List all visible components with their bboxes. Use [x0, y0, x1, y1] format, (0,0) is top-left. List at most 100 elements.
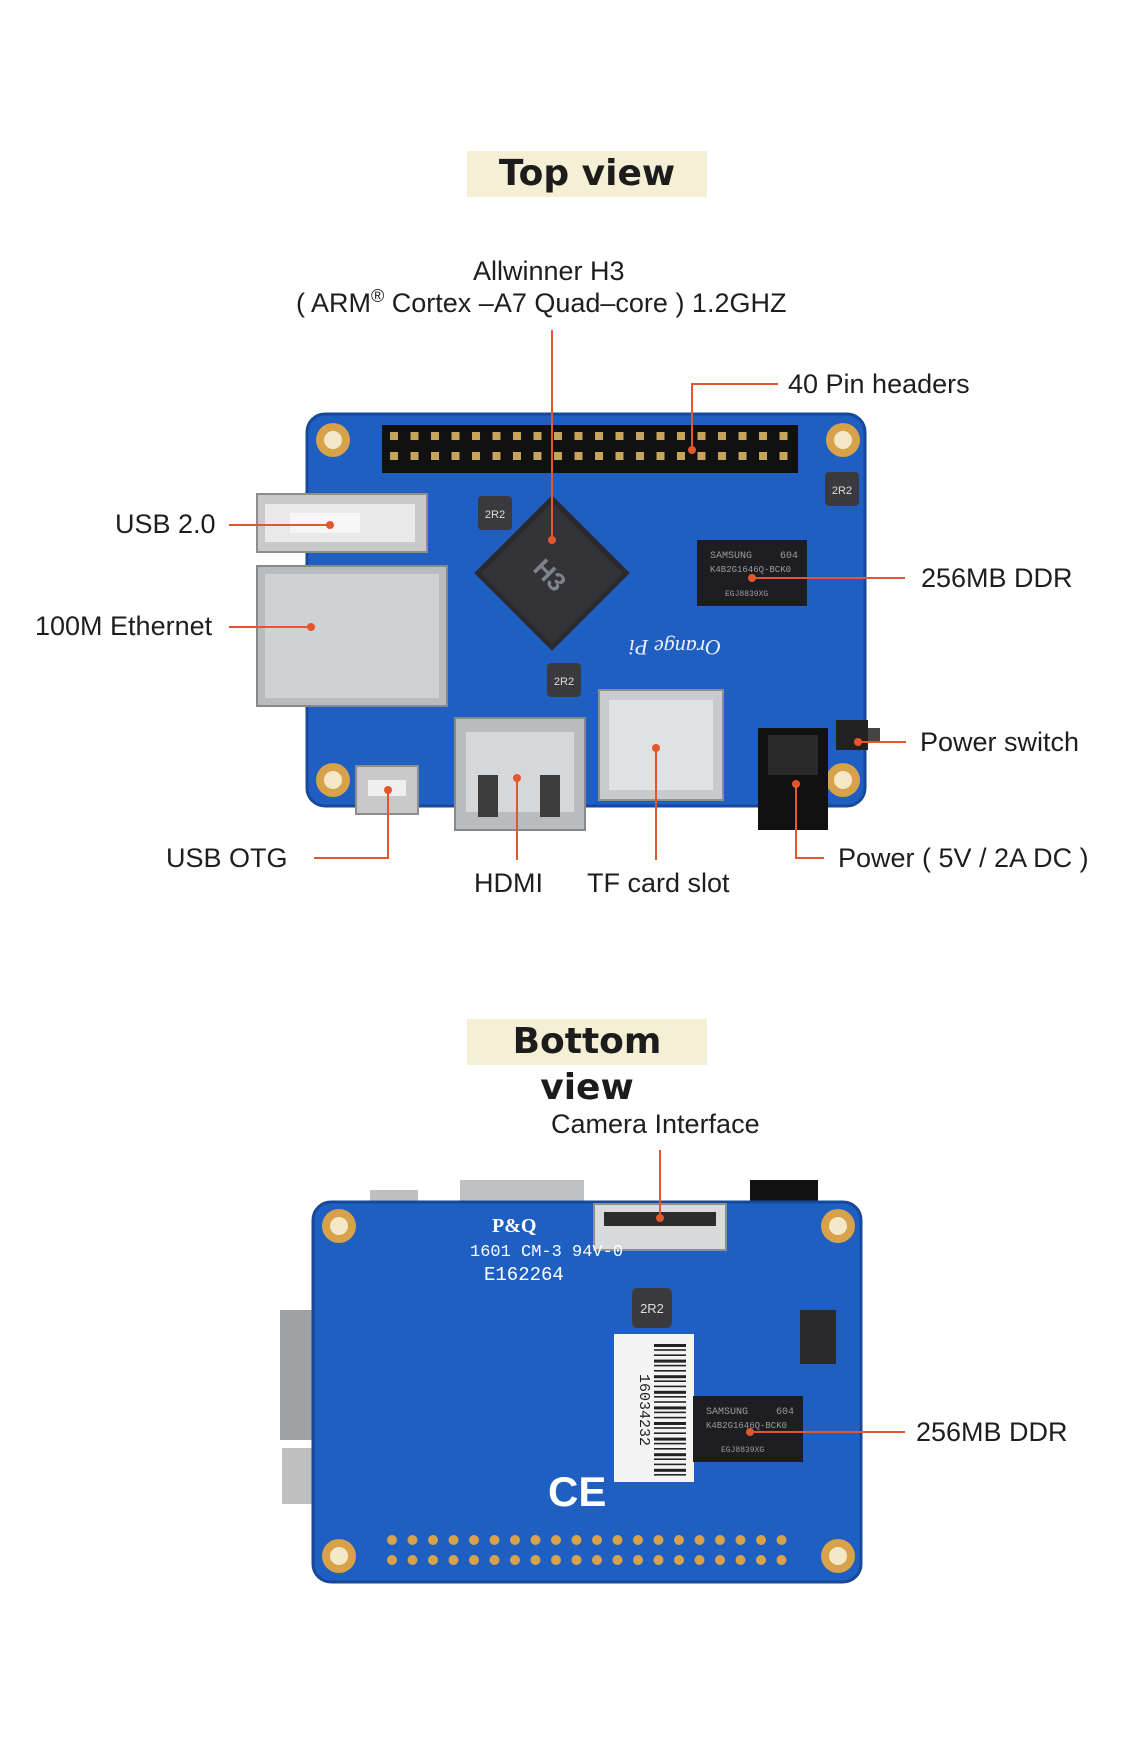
barcode-bar — [654, 1390, 686, 1394]
header-pin — [636, 432, 644, 440]
barcode-bar — [654, 1385, 686, 1388]
svg-text:EGJ8839XG: EGJ8839XG — [721, 1446, 764, 1455]
header-pin-hole — [510, 1555, 520, 1565]
barcode-bar — [654, 1359, 686, 1363]
inductor-top-1 — [478, 496, 512, 530]
leader-power — [795, 784, 824, 859]
barcode-bar — [654, 1380, 686, 1382]
header-pin — [390, 432, 398, 440]
header-pin-hole — [776, 1535, 787, 1545]
header-pin — [677, 452, 685, 460]
svg-text:604: 604 — [776, 1407, 794, 1418]
header-pin — [472, 432, 480, 440]
label-camera: Camera Interface — [551, 1109, 760, 1139]
label-usb-otg: USB OTG — [166, 843, 288, 873]
header-pin — [410, 452, 419, 460]
header-pin-hole — [694, 1555, 705, 1565]
header-pin — [697, 452, 706, 460]
label-power-switch: Power switch — [920, 727, 1080, 757]
header-pin-hole — [633, 1535, 643, 1545]
header-pin-hole — [387, 1535, 397, 1545]
ram-chip-top — [697, 540, 807, 606]
svg-text:2R2: 2R2 — [485, 509, 505, 521]
header-pin-hole — [776, 1555, 787, 1565]
header-pin — [779, 452, 788, 460]
header-pin-hole — [653, 1535, 664, 1545]
header-pin — [574, 452, 583, 460]
cert-code: 1601 CM-3 94V-0 — [470, 1243, 623, 1262]
cpu-chip — [474, 495, 630, 651]
barcode-bar — [654, 1427, 686, 1429]
header-pin-hole — [428, 1535, 438, 1545]
header-pin-hole — [448, 1535, 459, 1545]
header-pin — [615, 452, 624, 460]
header-pin-hole — [551, 1555, 561, 1565]
leader-pin-headers — [691, 383, 778, 450]
label-ddr-bottom: 256MB DDR — [916, 1417, 1068, 1447]
header-pin-hole — [653, 1555, 664, 1565]
power-switch — [836, 720, 868, 750]
pq-mark: P&Q — [492, 1215, 536, 1237]
barcode-bar — [654, 1474, 686, 1476]
header-pin — [636, 452, 644, 460]
barcode-bar — [654, 1396, 686, 1398]
svg-text:SAMSUNG: SAMSUNG — [710, 551, 752, 562]
barcode-bar — [654, 1437, 686, 1441]
label-cpu-line2: ( ARM® Cortex –A7 Quad–core ) 1.2GHZ — [296, 286, 787, 318]
label-ethernet: 100M Ethernet — [35, 611, 213, 641]
header-pin-hole — [674, 1535, 684, 1545]
header-pin — [615, 432, 624, 440]
header-pin — [779, 432, 788, 440]
header-pin-hole — [428, 1555, 438, 1565]
barcode-bar — [654, 1349, 686, 1351]
header-pin — [492, 432, 501, 440]
header-pin — [595, 432, 603, 440]
barcode-bar — [654, 1432, 686, 1434]
label-ddr-top: 256MB DDR — [921, 563, 1073, 593]
svg-text:2R2: 2R2 — [640, 1301, 664, 1316]
header-pin-hole — [571, 1535, 582, 1545]
header-pin-hole — [612, 1535, 623, 1545]
mounting-hole-icons — [316, 423, 860, 797]
ce-mark: CE — [548, 1468, 606, 1515]
barcode-bar — [654, 1370, 686, 1372]
header-pin-hole — [674, 1555, 684, 1565]
header-pin — [656, 432, 665, 440]
header-pin-hole — [592, 1535, 602, 1545]
svg-text:K4B2G1646Q-BCK0: K4B2G1646Q-BCK0 — [710, 565, 791, 575]
svg-text:2R2: 2R2 — [554, 676, 574, 688]
header-pin — [595, 452, 603, 460]
barcode-bar — [654, 1354, 686, 1356]
inductor-top-2 — [825, 472, 859, 506]
header-pin-hole — [387, 1555, 397, 1565]
header-pin-hole — [715, 1535, 725, 1545]
svg-text:K4B2G1646Q-BCK0: K4B2G1646Q-BCK0 — [706, 1421, 787, 1431]
cert-num: E162264 — [484, 1264, 564, 1286]
header-pin — [738, 452, 747, 460]
header-pin-hole — [489, 1535, 500, 1545]
header-pin — [738, 432, 747, 440]
barcode-bar — [654, 1406, 686, 1410]
header-pin — [554, 432, 562, 440]
leader-usb-otg — [314, 790, 389, 859]
header-pin-hole — [551, 1535, 561, 1545]
svg-text:SAMSUNG: SAMSUNG — [706, 1407, 748, 1418]
header-pin — [677, 432, 685, 440]
svg-text:2R2: 2R2 — [832, 485, 852, 497]
header-pin — [718, 432, 726, 440]
svg-text:604: 604 — [780, 551, 798, 562]
barcode-bar — [654, 1448, 686, 1450]
inductor-top-3 — [547, 663, 581, 697]
barcode-bar — [654, 1422, 686, 1425]
bottom-pcb — [313, 1202, 861, 1582]
header-pin — [656, 452, 665, 460]
header-pin-hole — [407, 1535, 418, 1545]
header-pin-hole — [633, 1555, 643, 1565]
barcode-bar — [654, 1401, 686, 1403]
header-pin — [410, 432, 419, 440]
header-pin — [451, 452, 460, 460]
header-pin-hole — [448, 1555, 459, 1565]
